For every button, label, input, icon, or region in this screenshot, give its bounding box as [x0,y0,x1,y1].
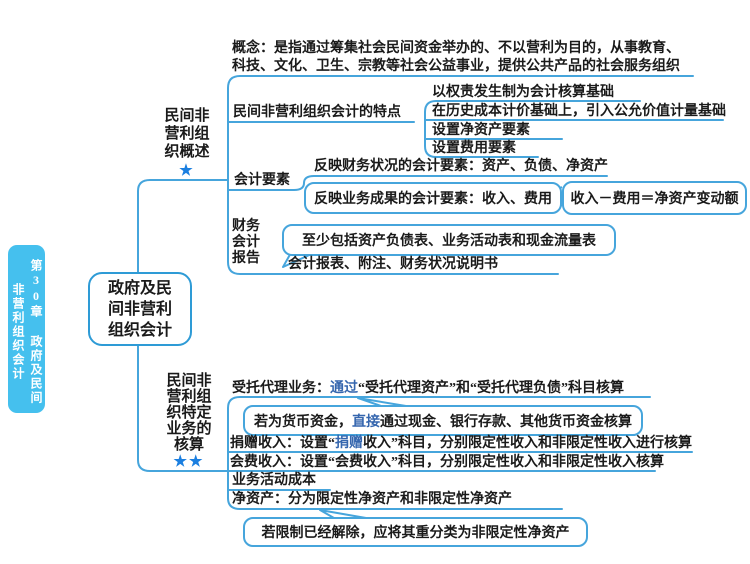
feature-item: 以权责发生制为会计核算基础 [432,85,614,100]
donation-item: 捐赠收入：设置“捐赠收入”科目，分别限定性收入和非限定性收入进行核算 [230,436,692,452]
membership-item: 会费收入：设置“会费收入”科目，分别限定性收入和非限定性收入核算 [230,455,664,470]
monetary-note-text: 若为货币资金， [254,414,352,430]
entrusted-highlight: 通过 [330,381,358,396]
branch-special-label: 民间非 营利组 织特定 业务的 核算 [166,373,212,453]
branch-overview-stars: ★ [179,163,195,179]
report-composition-item: 会计报表、附注、财务状况说明书 [288,257,498,272]
report-label: 财务 会计 报告 [232,219,260,266]
operating-results-box: 反映业务成果的会计要素：收入、费用 [304,182,562,214]
donation-text-rest: 收入”科目，分别限定性收入和非限定性收入进行核算 [363,436,692,451]
donation-text: 捐赠收入：设置“ [230,436,335,451]
net-assets-item: 净资产：分为限定性净资产和非限定性净资产 [232,492,512,507]
feature-item: 设置费用要素 [432,141,516,156]
financial-position-item: 反映财务状况的会计要素：资产、负债、净资产 [314,159,608,174]
entrusted-item: 受托代理业务：通过“受托代理资产”和“受托代理负债”科目核算 [232,381,624,397]
branch-overview-label: 民间非 营利组 织概述 [164,108,210,160]
monetary-note-text-rest: 通过现金、银行存款、其他货币资金核算 [380,414,632,430]
branch-special-stars: ★★ [173,454,205,470]
reclass-note-box: 若限制已经解除，应将其重分类为非限定性净资产 [243,517,588,547]
entrusted-text: 受托代理业务： [232,381,330,396]
formula-box: 收入－费用＝净资产变动额 [562,181,747,215]
entrusted-text-rest: “受托代理资产”和“受托代理负债”科目核算 [358,381,624,396]
report-includes-box: 至少包括资产负债表、业务活动表和现金流量表 [282,224,616,256]
feature-item: 设置净资产要素 [432,123,530,138]
chapter-side-tab: 第30章 政府及民间 非营利组织会计 [8,245,45,413]
activity-cost-item: 业务活动成本 [232,473,316,488]
elements-label: 会计要素 [234,173,290,188]
donation-highlight: 捐赠 [335,436,363,451]
feature-item: 在历史成本计价基础上，引入公允价值计量基础 [432,104,726,119]
root-node: 政府及民 间非营利 组织会计 [88,272,192,346]
features-label: 民间非营利组织会计的特点 [233,105,401,120]
monetary-note-highlight: 直接 [352,414,380,430]
monetary-note-box: 若为货币资金，直接通过现金、银行存款、其他货币资金核算 [243,405,643,436]
concept-text: 概念：是指通过筹集社会民间资金举办的、不以营利为目的，从事教育、 科技、文化、卫… [232,41,680,74]
